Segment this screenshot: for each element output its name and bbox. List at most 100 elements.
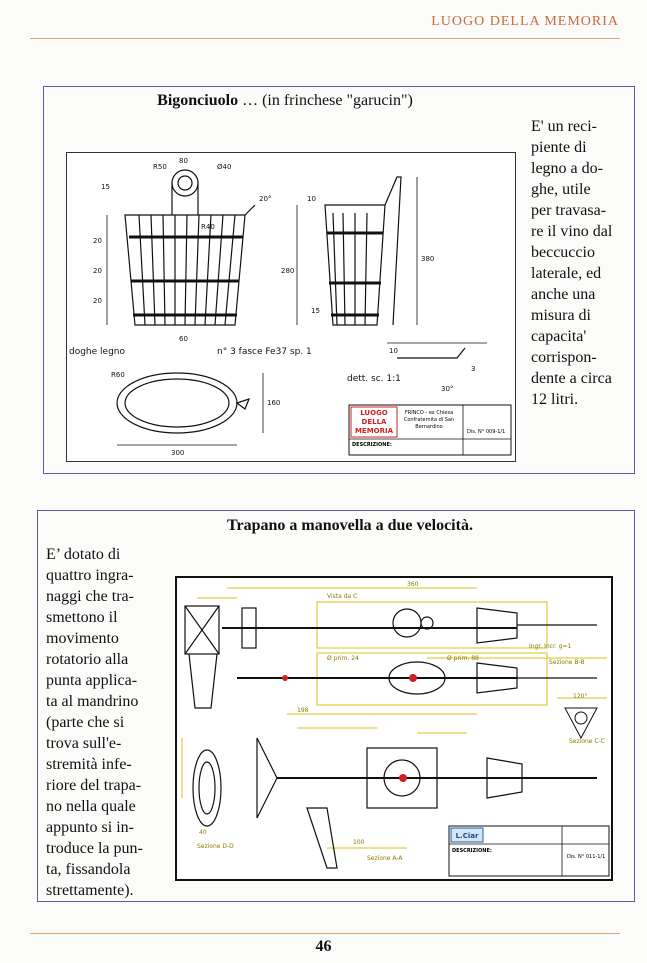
label-dim-360: 360 xyxy=(407,581,419,588)
dim-380: 380 xyxy=(421,255,434,263)
text-line: movimento xyxy=(46,630,119,647)
section-title: LUOGO DELLA MEMORIA xyxy=(431,14,619,29)
drill-drawing: Vista da C 360 Ø prim. 24 Ø prim. 88 Ing… xyxy=(175,576,613,881)
label-sec-d: Sezione D-D xyxy=(197,843,234,850)
label-gear2: Ø prim. 88 xyxy=(447,655,479,662)
dim-15: 15 xyxy=(101,183,110,191)
text-line: 12 litri. xyxy=(531,391,579,408)
tb2-code: Dis. N° 011-1/1 xyxy=(567,854,605,860)
bucket-plan-view xyxy=(116,372,238,434)
handle-section xyxy=(192,749,222,827)
bucket-drawing: 80 R50 Ø40 R40 20° 10 15 20 20 20 60 280… xyxy=(66,152,516,462)
label-sec-b: Sezione B-B xyxy=(549,659,585,666)
text-line: trova sull'e- xyxy=(46,735,122,752)
dim-3: 3 xyxy=(471,365,475,373)
label-sec-c: Sezione C-C xyxy=(569,738,605,745)
dim-10b: 10 xyxy=(389,347,398,355)
tb-org-2: Confraternita di San xyxy=(404,417,454,423)
text-line: corrispon- xyxy=(531,349,597,366)
tb-desc: DESCRIZIONE: xyxy=(352,442,392,448)
text-line: ghe, utile xyxy=(531,181,591,198)
text-line: capacita' xyxy=(531,328,587,345)
dim-angle: 20° xyxy=(259,195,271,203)
dim-r60: R60 xyxy=(111,371,125,379)
dim-80: 80 xyxy=(179,157,188,165)
article1-frame xyxy=(43,86,635,474)
text-line: quattro ingra- xyxy=(46,567,134,584)
tb-code: Dis. N° 009-1/1 xyxy=(467,429,505,435)
text-line: piente di xyxy=(531,139,587,156)
text-line: re il vino dal xyxy=(531,223,613,240)
label-dim-100: 100 xyxy=(353,839,365,846)
gear-housing-mid xyxy=(388,661,446,695)
article1-text: E' un reci-piente di legno a do-ghe, util… xyxy=(531,116,631,410)
tb-org-1: FRINCO - ex Chiesa xyxy=(405,410,453,416)
bucket-body xyxy=(124,214,246,326)
gear-box-bottom xyxy=(366,747,438,809)
crank-handle xyxy=(306,807,338,869)
dim-160: 160 xyxy=(267,399,280,407)
gear-top xyxy=(392,608,422,638)
handle-top xyxy=(184,605,220,655)
label-dim-198: 198 xyxy=(297,707,309,714)
dim-10: 10 xyxy=(307,195,316,203)
text-line: rotatorio alla xyxy=(46,651,129,668)
dim-60: 60 xyxy=(179,335,188,343)
dim-20b: 20 xyxy=(93,267,102,275)
text-line: (parte che si xyxy=(46,714,125,731)
text-line: dente a circa xyxy=(531,370,612,387)
bucket-side-view xyxy=(324,204,386,326)
text-line: misura di xyxy=(531,307,591,324)
drill-titleblock: L.Ciar DESCRIZIONE: Dis. N° 011-1/1 xyxy=(448,825,610,877)
article1-title-bold: Bigonciuolo xyxy=(157,92,239,109)
tb2-desc: DESCRIZIONE: xyxy=(452,848,492,854)
text-line: appunto si in- xyxy=(46,819,134,836)
label-detail: dett. sc. 1:1 xyxy=(347,374,401,384)
drill-drawing-svg: Vista da C 360 Ø prim. 24 Ø prim. 88 Ing… xyxy=(181,581,610,877)
text-line: laterale, ed xyxy=(531,265,602,282)
label-detail-angle: 30° xyxy=(441,385,453,393)
bucket-titleblock: LUOGO DELLA MEMORIA FRINCO - ex Chiesa C… xyxy=(348,404,512,456)
chuck-top xyxy=(476,607,518,644)
dim-d40: Ø40 xyxy=(217,163,231,171)
article2-title: Trapano a manovella a due velocità. xyxy=(227,517,473,534)
text-line: per travasa- xyxy=(531,202,607,219)
dim-15b: 15 xyxy=(311,307,320,315)
text-line: E' un reci- xyxy=(531,118,597,135)
dim-300: 300 xyxy=(171,449,184,457)
text-line: ta, fissandola xyxy=(46,861,131,878)
label-staves: doghe legno xyxy=(69,347,125,357)
label-speed: Ingr. Incr. g=1 xyxy=(529,643,572,650)
dim-20c: 20 xyxy=(93,297,102,305)
text-line: no nella quale xyxy=(46,798,136,815)
text-line: ta al mandrino xyxy=(46,693,139,710)
label-top-view: Vista da C xyxy=(327,593,357,600)
chuck-bottom xyxy=(486,757,523,799)
text-line: legno a do- xyxy=(531,160,603,177)
bucket-drawing-svg: 80 R50 Ø40 R40 20° 10 15 20 20 20 60 280… xyxy=(69,157,512,457)
text-line: riore del trapa- xyxy=(46,777,142,794)
tb-org-3: Bernardino xyxy=(415,424,442,430)
label-hoops: n° 3 fasce Fe37 sp. 1 xyxy=(217,347,312,357)
text-line: punta applica- xyxy=(46,672,138,689)
article2-frame xyxy=(37,510,635,902)
label-gear1: Ø prim. 24 xyxy=(327,655,359,662)
text-line: stremità infe- xyxy=(46,756,132,773)
dim-280: 280 xyxy=(281,267,294,275)
label-angle: 120° xyxy=(573,693,587,700)
tb-logo-3: MEMORIA xyxy=(355,427,394,435)
dim-20a: 20 xyxy=(93,237,102,245)
text-line: strettamente). xyxy=(46,882,134,899)
dim-r40: R40 xyxy=(201,223,215,231)
dim-r50: R50 xyxy=(153,163,167,171)
label-sec-a: Sezione A-A xyxy=(367,855,403,862)
page-number: 46 xyxy=(315,938,332,955)
tb2-logo: L.Ciar xyxy=(456,832,479,840)
text-line: anche una xyxy=(531,286,596,303)
handle-hole xyxy=(171,169,199,197)
text-line: troduce la pun- xyxy=(46,840,143,857)
footer-rule xyxy=(30,933,620,934)
text-line: E’ dotato di xyxy=(46,546,121,563)
text-line: beccuccio xyxy=(531,244,595,261)
